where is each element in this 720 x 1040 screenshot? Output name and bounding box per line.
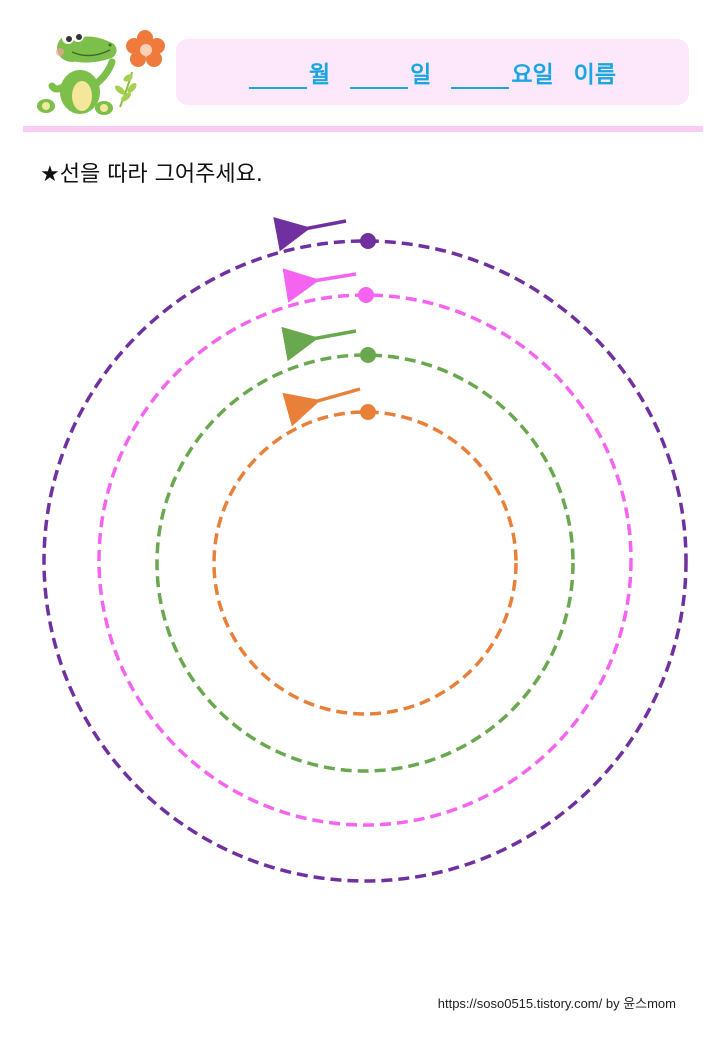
month-label: 월 bbox=[309, 62, 331, 88]
circle-green bbox=[155, 326, 575, 773]
arrow-left-icon bbox=[273, 217, 347, 252]
day-blank[interactable] bbox=[350, 63, 409, 89]
circle-outer-purple bbox=[42, 217, 688, 883]
start-dot-purple bbox=[360, 233, 376, 249]
day-field[interactable]: 일 bbox=[350, 55, 431, 89]
arrow-left-icon bbox=[282, 387, 361, 427]
name-field[interactable]: 이름 bbox=[574, 55, 616, 89]
crocodile-icon bbox=[37, 30, 117, 115]
start-dot-orange bbox=[360, 404, 376, 420]
month-field[interactable]: 월 bbox=[249, 55, 330, 89]
arrow-left-icon bbox=[282, 268, 357, 303]
name-label: 이름 bbox=[573, 62, 616, 88]
flower-icon bbox=[126, 30, 165, 67]
weekday-label: 요일 bbox=[511, 62, 554, 88]
weekday-field[interactable]: 요일 bbox=[451, 55, 554, 89]
weekday-blank[interactable] bbox=[451, 63, 510, 89]
header-divider bbox=[23, 126, 703, 132]
footer-credit: https://soso0515.tistory.com/ by 윤스mom bbox=[437, 996, 676, 1011]
leaf-sprig-icon bbox=[115, 71, 137, 108]
start-dot-green bbox=[360, 347, 376, 363]
crocodile-flower-illustration bbox=[37, 30, 165, 115]
instruction-text: ★선을 따라 그어주세요. bbox=[40, 162, 263, 187]
start-dot-pink bbox=[358, 287, 374, 303]
date-name-header: 월 일 요일 이름 bbox=[176, 39, 689, 105]
day-label: 일 bbox=[410, 62, 432, 88]
arrow-left-icon bbox=[281, 326, 357, 362]
circle-inner-orange bbox=[212, 387, 518, 716]
circle-pink bbox=[97, 268, 633, 827]
month-blank[interactable] bbox=[249, 63, 307, 89]
